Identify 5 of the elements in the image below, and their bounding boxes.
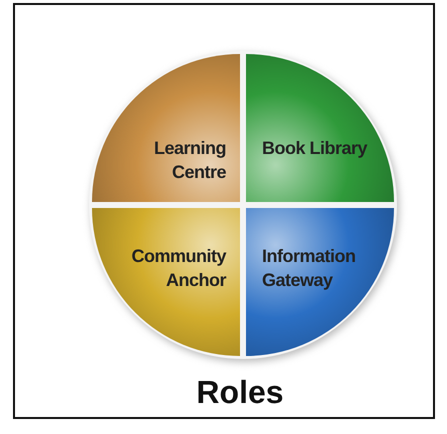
quadrant-label: Information Gateway bbox=[262, 245, 356, 292]
quadrant-label: Community Anchor bbox=[130, 245, 226, 292]
quadrant-label: Book Library bbox=[262, 137, 368, 160]
quadrant-label: Learning Centre bbox=[152, 137, 226, 184]
diagram-title: Roles bbox=[195, 374, 285, 411]
